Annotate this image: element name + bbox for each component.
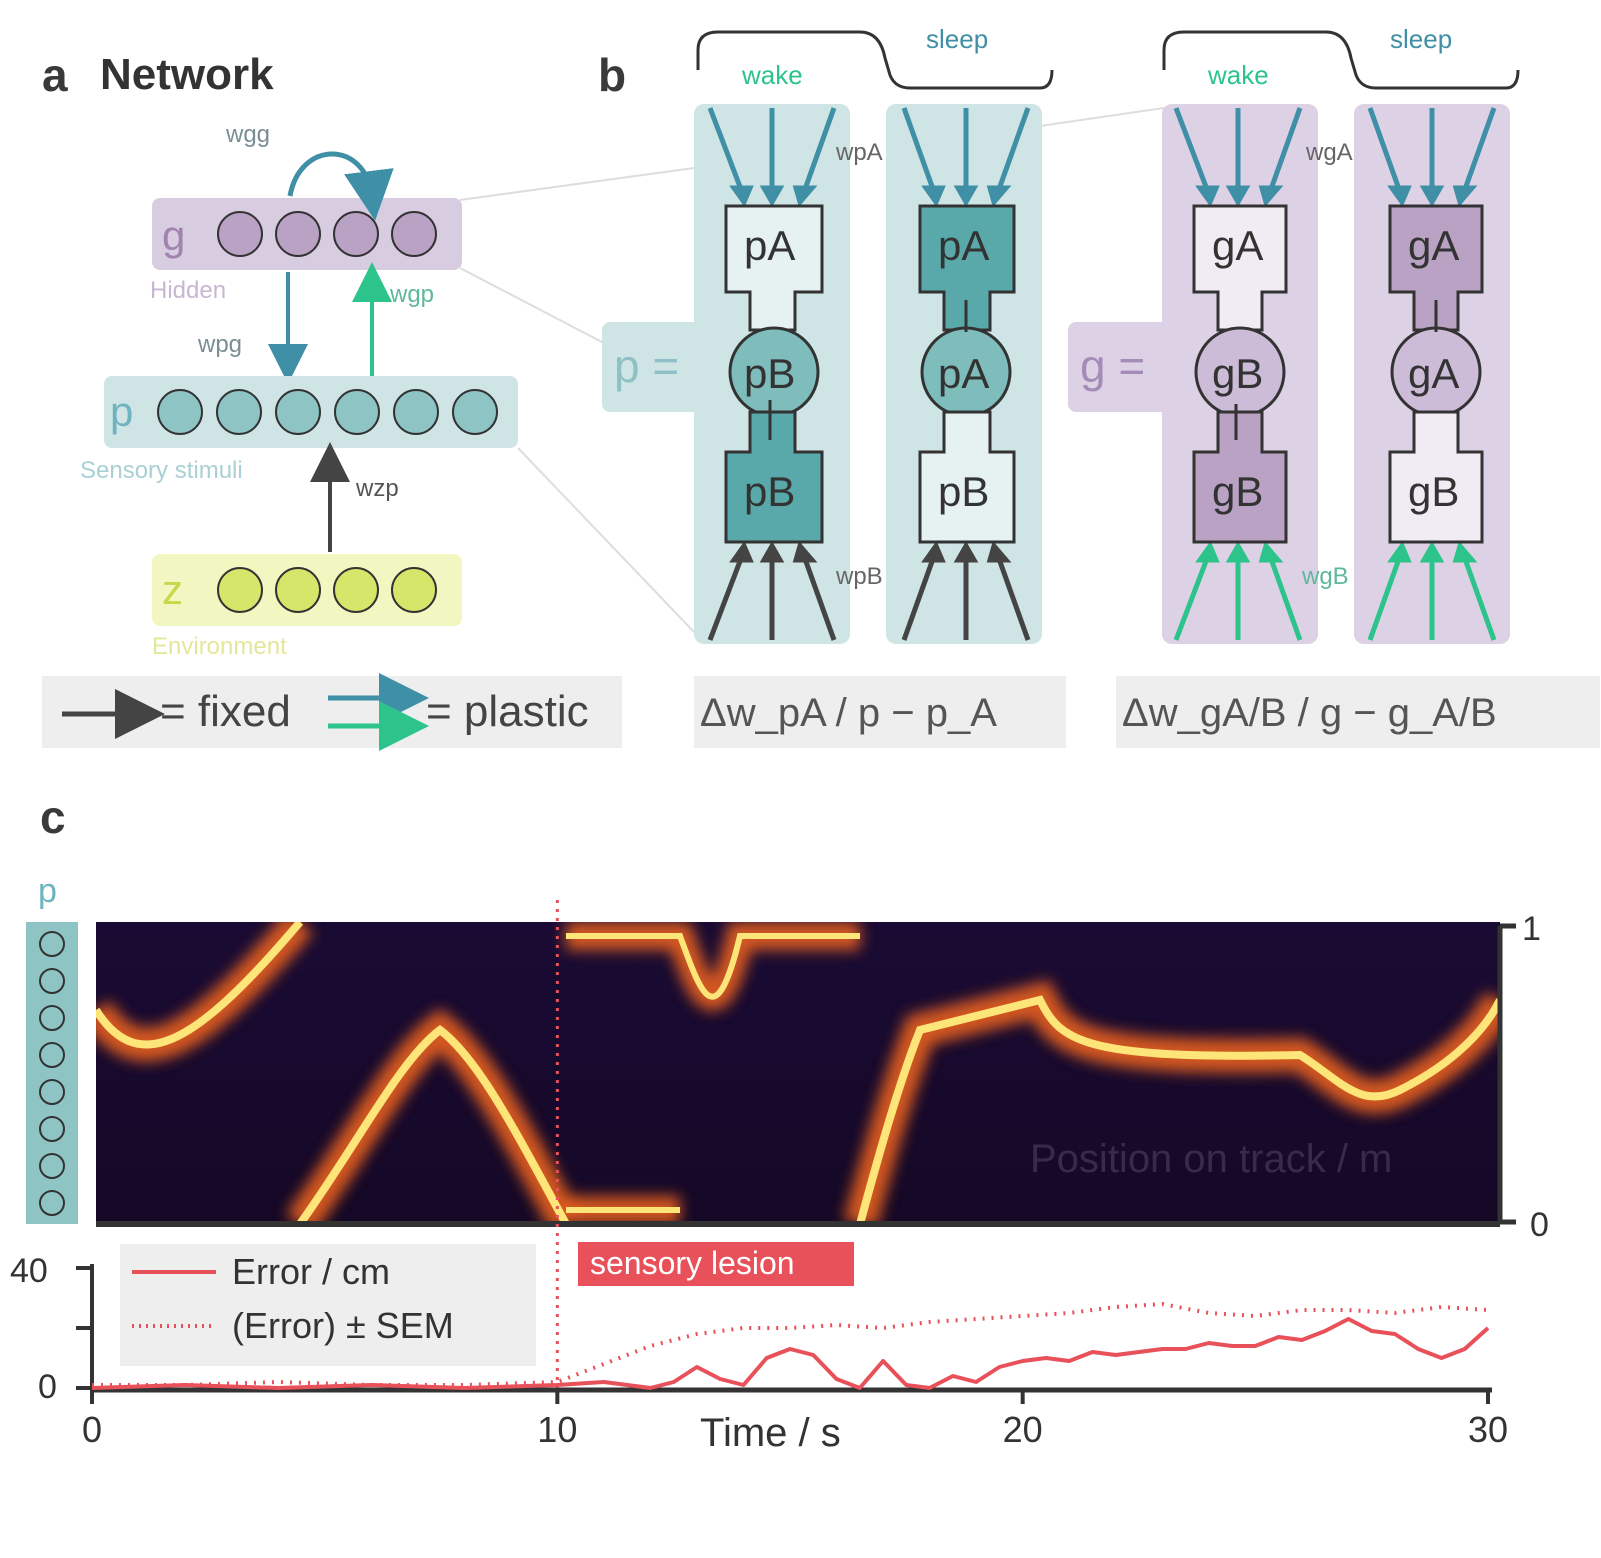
- heatmap-side-bar: [26, 922, 78, 1224]
- p-wake-top-label: pA: [744, 222, 795, 269]
- ytick-0: 0: [38, 1368, 57, 1406]
- x-tick-label: 20: [1003, 1409, 1043, 1450]
- heatmap-traces: [96, 922, 1500, 1224]
- panel-b-letter: b: [598, 49, 627, 101]
- g-formula-box: [1116, 676, 1600, 748]
- w-gg-label: wgg: [225, 121, 270, 148]
- error-legend-box: [120, 1244, 536, 1366]
- heatmap-side-label: p: [38, 872, 57, 910]
- g-weight-top: wgA: [1305, 139, 1353, 166]
- p-symbol: p: [110, 388, 133, 435]
- p-sleep-top-label: pA: [938, 222, 989, 269]
- heatmap-ytick-top: 1: [1522, 910, 1541, 948]
- w-zp-label: wzp: [355, 475, 399, 502]
- p-sleep-mid-label: pA: [938, 350, 989, 397]
- g-sleep-mid-label: gA: [1408, 350, 1459, 397]
- heatmap-side-nodes: [39, 931, 65, 1216]
- g-sleep-bot-label: gB: [1408, 468, 1459, 515]
- heatmap-ytick-bottom: 0: [1530, 1206, 1549, 1244]
- g-symbol: g: [162, 212, 185, 259]
- panel-c-letter: c: [40, 791, 66, 843]
- g-wake-label: wake: [1207, 60, 1269, 90]
- p-wake-label: wake: [741, 60, 803, 90]
- g-wake-mid-label: gB: [1212, 350, 1263, 397]
- g-schematic: g = wake sleep wgA wgB: [1068, 24, 1600, 748]
- g-sleep-top-label: gA: [1408, 222, 1459, 269]
- w-pg-label: wpg: [197, 331, 242, 358]
- legend-sem-label: (Error) ± SEM: [232, 1305, 454, 1346]
- p-wake-sleep-brace: [696, 30, 1054, 90]
- error-series-line: [91, 1317, 1490, 1390]
- hidden-label: Hidden: [150, 277, 226, 304]
- x-axis-label: Time / s: [700, 1411, 841, 1455]
- g-eq-symbol: g =: [1080, 340, 1145, 392]
- g-formula: Δw_gA/B / g − g_A/B: [1122, 691, 1497, 735]
- x-tick-label: 10: [537, 1409, 577, 1450]
- p-sleep-bot-label: pB: [938, 468, 989, 515]
- p-formula-box: [694, 676, 1066, 748]
- p-wake-bot-label: pB: [744, 468, 795, 515]
- sem-series-line: [92, 1302, 1489, 1387]
- lesion-badge: [578, 1242, 854, 1286]
- sensory-nodes: [157, 389, 498, 435]
- w-gp-label: wgp: [389, 281, 434, 308]
- legend-fixed: = fixed: [160, 687, 291, 736]
- environment-label: Environment: [152, 633, 287, 660]
- legend-error-label: Error / cm: [232, 1251, 390, 1292]
- legend-plastic: = plastic: [426, 687, 589, 736]
- sensory-label: Sensory stimuli: [80, 457, 243, 484]
- g-wake-top-label: gA: [1212, 222, 1263, 269]
- environment-nodes: [217, 567, 437, 613]
- panel-a-letter: a: [42, 49, 68, 101]
- panel-a-title: Network: [100, 50, 274, 99]
- g-wake-sleep-brace: [1162, 30, 1520, 90]
- z-symbol: z: [162, 566, 183, 613]
- heatmap-annotation: Position on track / m: [1030, 1137, 1392, 1181]
- p-weight-top: wpA: [835, 139, 883, 166]
- p-eq-symbol: p =: [614, 340, 679, 392]
- ytick-40: 40: [10, 1252, 48, 1290]
- x-tick-label: 30: [1468, 1409, 1508, 1450]
- x-tick-label: 0: [82, 1409, 102, 1450]
- p-wake-mid-label: pB: [744, 350, 795, 397]
- hidden-nodes: [217, 211, 437, 257]
- p-formula: Δw_pA / p − p_A: [700, 691, 997, 735]
- lesion-label: sensory lesion: [590, 1245, 795, 1281]
- w-gg-arrow: [287, 151, 394, 221]
- g-weight-bottom: wgB: [1301, 563, 1349, 590]
- g-wake-bot-label: gB: [1212, 468, 1263, 515]
- g-sleep-label: sleep: [1390, 24, 1452, 54]
- p-sleep-label: sleep: [926, 24, 988, 54]
- p-weight-bottom: wpB: [835, 563, 883, 590]
- p-schematic: p = wake sleep wpA wpB: [602, 24, 1066, 748]
